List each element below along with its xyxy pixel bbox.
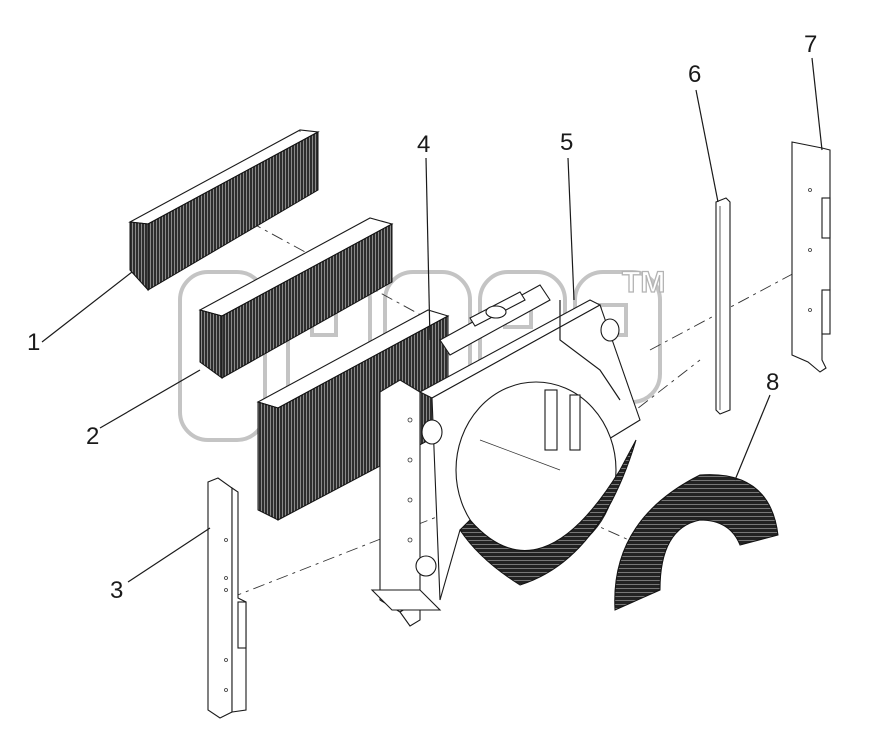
- part-large-radiator-core: [256, 309, 450, 521]
- part-3-side-bracket: [207, 477, 247, 719]
- callout-2: 2: [86, 423, 99, 450]
- callout-4: 4: [417, 131, 430, 158]
- part-7-side-bracket: [791, 141, 831, 373]
- callout-7: 7: [804, 31, 817, 58]
- callout-5: 5: [560, 129, 573, 156]
- part-2-cooler-core: [198, 217, 394, 379]
- trademark-mark: TM: [622, 266, 665, 299]
- callout-8: 8: [766, 369, 779, 396]
- leader-lines: [41, 57, 823, 583]
- callout-6: 6: [688, 61, 701, 88]
- callout-labels: 1 2 3 4 5 6 7 8: [27, 31, 817, 604]
- part-6-seal-strip: [715, 197, 731, 415]
- callout-3: 3: [110, 577, 123, 604]
- part-1-cooler-core: [128, 129, 320, 292]
- part-4-radiator-frame: [370, 284, 641, 627]
- callout-1: 1: [27, 329, 40, 356]
- part-8-fan-guard: [614, 474, 779, 611]
- part-5-fan-shroud: [459, 300, 637, 586]
